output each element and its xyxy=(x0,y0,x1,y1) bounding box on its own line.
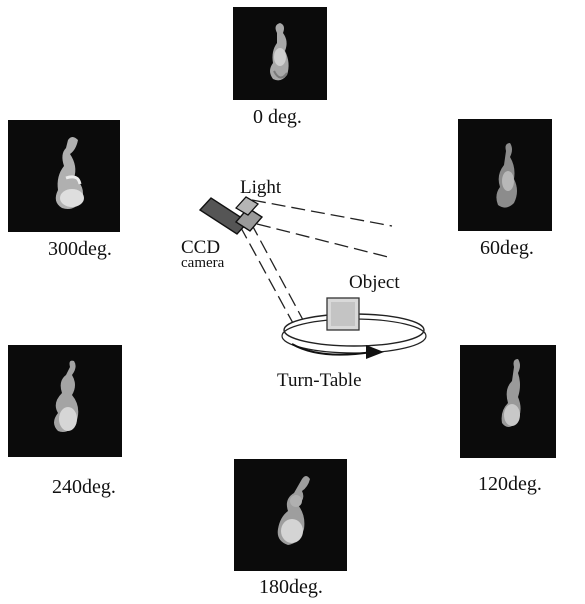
label-300: 300deg. xyxy=(48,238,112,260)
camera-ray-left xyxy=(239,225,301,337)
view-120-photo xyxy=(460,345,556,458)
camera-ray-right xyxy=(250,222,311,334)
view-60-photo xyxy=(458,119,552,231)
view-240-photo xyxy=(8,345,122,457)
view-0-photo xyxy=(233,7,327,100)
object-icon xyxy=(326,297,360,331)
light-ray-lower xyxy=(256,223,393,259)
label-240: 240deg. xyxy=(52,476,116,498)
light-ray-upper xyxy=(251,199,393,227)
camera-label: camera xyxy=(181,255,225,271)
view-300-photo xyxy=(8,120,120,232)
light-label: Light xyxy=(240,177,282,198)
figurine-180-image xyxy=(234,459,347,571)
figurine-240-image xyxy=(8,345,122,457)
turntable-label: Turn-Table xyxy=(277,370,362,391)
object-label: Object xyxy=(349,272,400,293)
label-0: 0 deg. xyxy=(253,106,302,128)
light-source-icon xyxy=(234,196,260,216)
label-60: 60deg. xyxy=(480,237,534,259)
ccd-label: CCD xyxy=(181,237,221,258)
label-180: 180deg. xyxy=(259,576,323,598)
rotation-arrow-icon xyxy=(291,343,384,359)
figurine-120-image xyxy=(460,345,556,458)
label-120: 120deg. xyxy=(478,473,542,495)
figurine-0-image xyxy=(233,7,327,100)
figurine-300-image xyxy=(8,120,120,232)
figurine-60-image xyxy=(458,119,552,231)
view-180-photo xyxy=(234,459,347,571)
